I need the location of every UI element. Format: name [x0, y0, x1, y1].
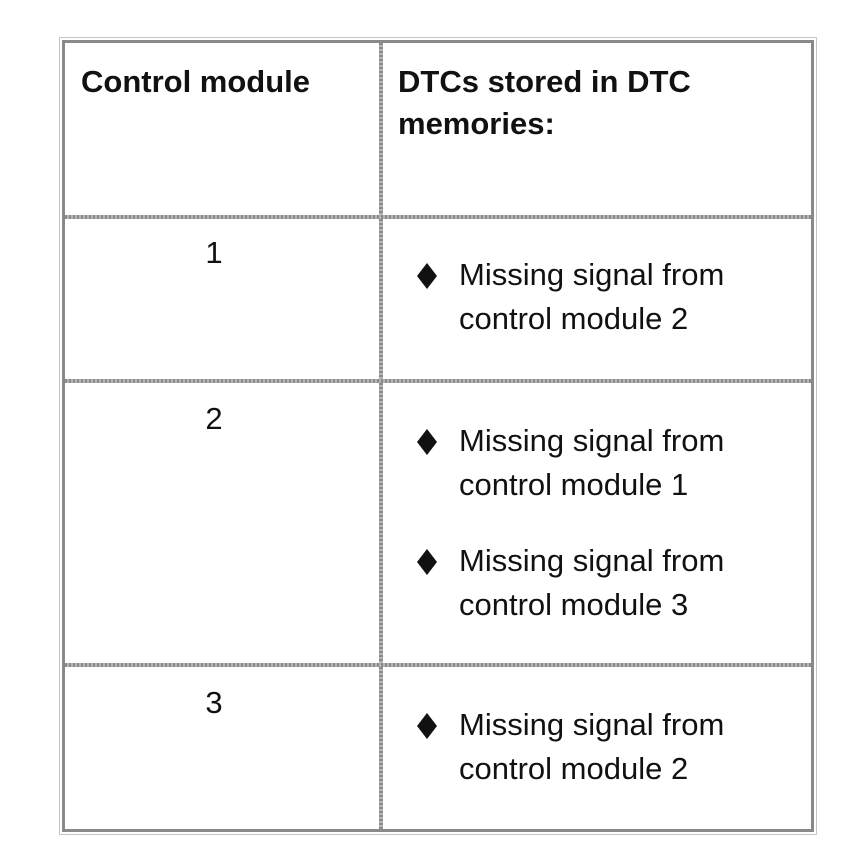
diamond-bullet-icon [417, 429, 437, 455]
dtc-table: Control module DTCs stored in DTC memori… [59, 37, 817, 835]
header-dtcs: DTCs stored in DTC memories: [398, 64, 691, 141]
row-divider-1 [65, 379, 811, 383]
diamond-bullet-icon [417, 263, 437, 289]
row-2-module-number: 2 [205, 401, 223, 436]
row-2-dtc-item-2: Missing signal from control module 3 [417, 539, 807, 627]
dtc-text: Missing signal from control module 1 [459, 423, 725, 502]
row-divider-2 [65, 663, 811, 667]
row-1-module-number: 1 [205, 235, 223, 270]
row-1-dtc-item-1: Missing signal from control module 2 [417, 253, 807, 341]
dtc-text: Missing signal from control module 2 [459, 707, 725, 786]
row-3-dtc-item-1: Missing signal from control module 2 [417, 703, 807, 791]
diamond-bullet-icon [417, 549, 437, 575]
dtc-text: Missing signal from control module 2 [459, 257, 725, 336]
diamond-bullet-icon [417, 713, 437, 739]
column-divider [379, 43, 383, 829]
header-control-module: Control module [81, 64, 311, 99]
dtc-text: Missing signal from control module 3 [459, 543, 725, 622]
row-3-module-number: 3 [205, 685, 223, 720]
row-2-dtc-item-1: Missing signal from control module 1 [417, 419, 807, 507]
row-divider-header [65, 215, 811, 219]
